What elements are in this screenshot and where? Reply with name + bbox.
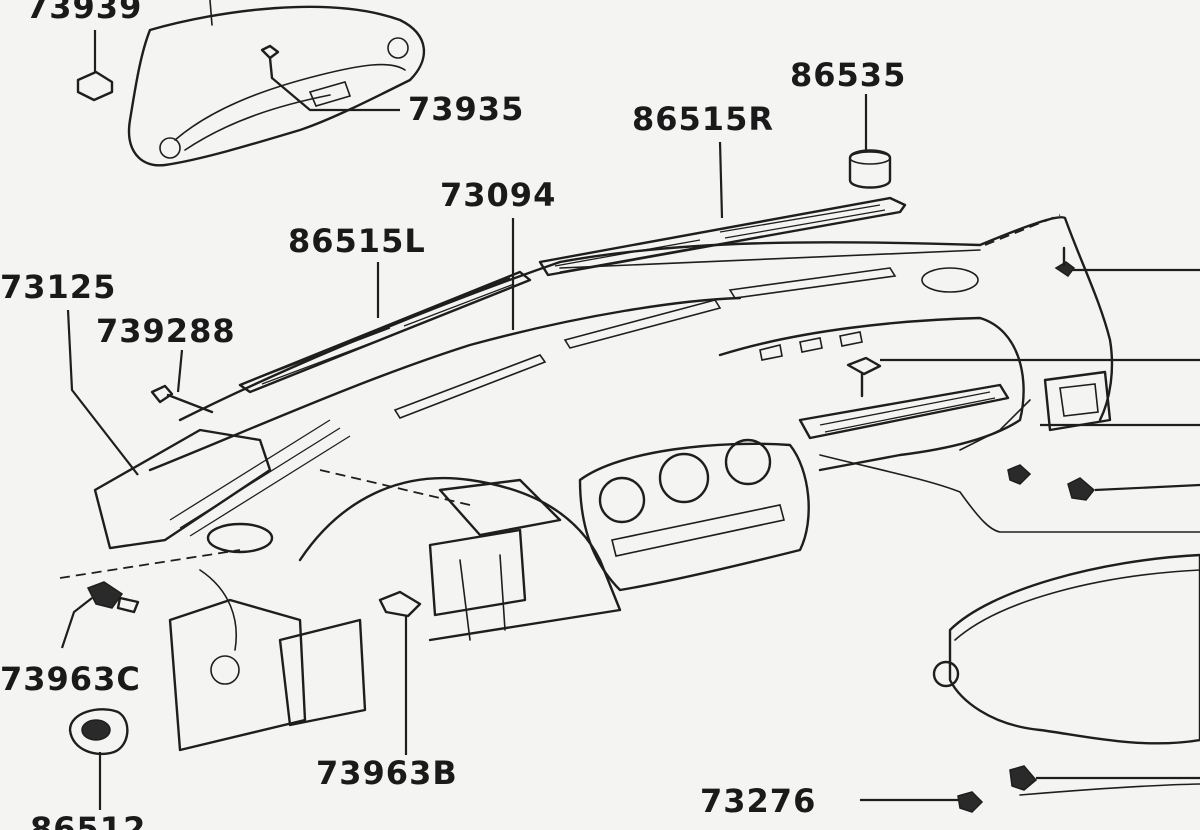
callout-73935: 73935 [408, 90, 524, 128]
callout-73939: 73939 [26, 0, 142, 26]
screw-73935-part [260, 44, 400, 112]
callout-86535: 86535 [790, 56, 906, 94]
callout-86515R: 86515R [632, 100, 774, 138]
instrument-panel [59, 214, 1200, 752]
airbag-module [860, 553, 1200, 813]
callout-86515L: 86515L [288, 222, 426, 260]
callout-86512: 86512 [30, 810, 146, 830]
sensor-86535-part [848, 94, 892, 189]
callout-73963C: 73963C [0, 660, 141, 698]
callout-73125: 73125 [0, 268, 116, 306]
callout-73094: 73094 [440, 176, 556, 214]
fasteners-left [60, 309, 422, 810]
cluster-hood [127, 0, 425, 167]
callout-73276: 73276 [700, 782, 816, 820]
fasteners-right [846, 246, 1200, 501]
callout-73963B: 73963B [316, 754, 458, 792]
callout-739288: 739288 [96, 312, 236, 350]
clip-73939-part [76, 30, 114, 102]
